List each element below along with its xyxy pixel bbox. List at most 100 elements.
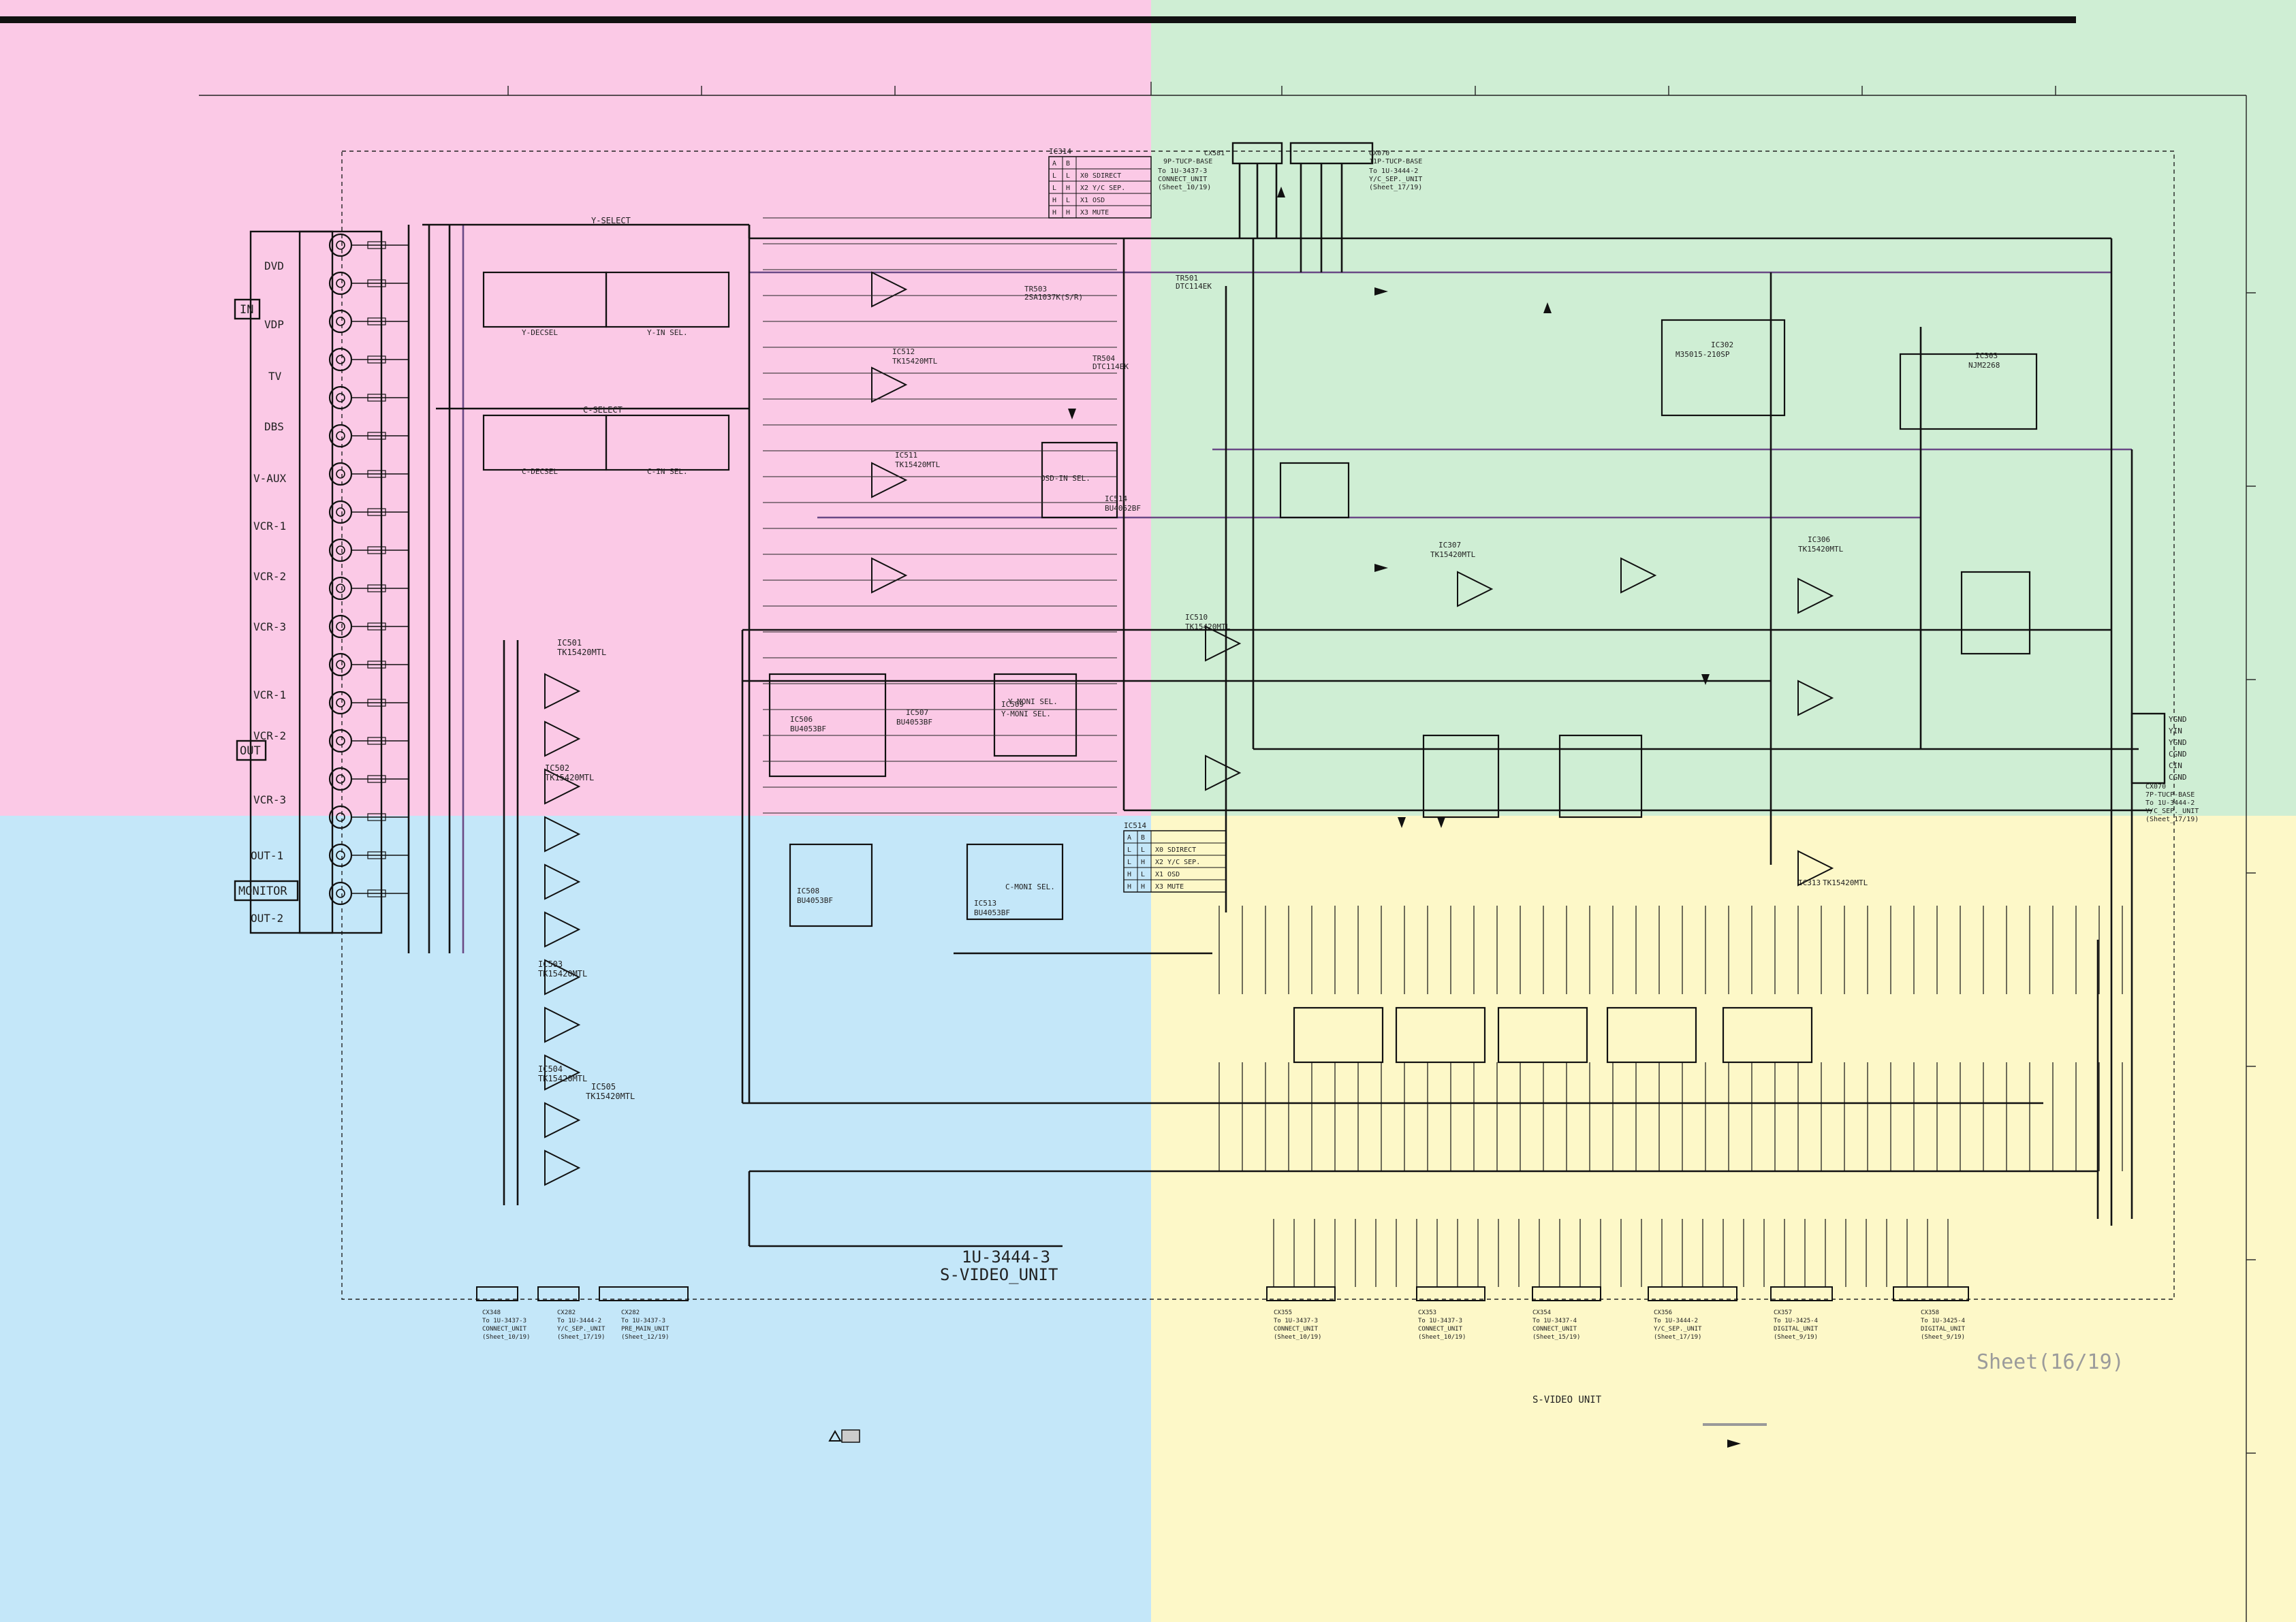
signal-arrows bbox=[1068, 187, 1741, 1448]
ic-block bbox=[605, 271, 730, 328]
in-group-box bbox=[234, 298, 261, 320]
op-amp-symbol bbox=[544, 959, 581, 996]
top-connectors bbox=[1231, 142, 1374, 272]
op-amp-symbol bbox=[544, 768, 581, 805]
right-pin-2: YIN bbox=[2169, 727, 2182, 735]
connector-cx070-to: To 1U-3444-2 bbox=[1369, 168, 1418, 175]
bottom-conn-6-unit: CONNECT_UNIT bbox=[1532, 1326, 1577, 1333]
truth-table-cell: X1 OSD bbox=[1080, 197, 1105, 204]
ic303-ref: IC303 bbox=[1975, 351, 1998, 360]
ic-block bbox=[1279, 462, 1350, 519]
bottom-conn-4-to: To 1U-3437-3 bbox=[1274, 1318, 1318, 1324]
bottom-conn-5-to: To 1U-3437-3 bbox=[1418, 1318, 1462, 1324]
input-label-dvd: DVD bbox=[264, 259, 284, 272]
unit-title-line1: 1U-3444-3 bbox=[962, 1247, 1050, 1267]
jack-core bbox=[336, 317, 345, 326]
ic-block bbox=[768, 673, 887, 778]
bottom-connector-strip bbox=[476, 1286, 518, 1301]
bottom-connector-strips bbox=[476, 1286, 1969, 1301]
op-amp-symbol bbox=[544, 673, 581, 710]
op-amp-symbol bbox=[871, 271, 908, 308]
bottom-connector-strip bbox=[1532, 1286, 1601, 1301]
footer-unit-label: S-VIDEO UNIT bbox=[1532, 1395, 1602, 1405]
ic512-ref: IC512 bbox=[892, 347, 915, 356]
ic514-ref: IC514 bbox=[1105, 494, 1127, 503]
jack-core bbox=[336, 355, 345, 364]
op-amp-symbol bbox=[1797, 850, 1834, 887]
bottom-conn-8-unit: DIGITAL_UNIT bbox=[1774, 1326, 1819, 1333]
connector-cx070b-title: 7P-TUCP-BASE bbox=[2145, 791, 2195, 799]
bus-wires bbox=[422, 223, 2152, 1247]
bottom-conn-1-ref: CX348 bbox=[482, 1309, 501, 1316]
osd-in-sel-label: OSD-IN SEL. bbox=[1041, 474, 1090, 483]
bottom-conn-6-ref: CX354 bbox=[1532, 1309, 1551, 1316]
truth-table-cell: B bbox=[1066, 160, 1070, 168]
jack-core bbox=[336, 812, 345, 822]
caution-mark bbox=[828, 1429, 860, 1443]
ic-labels: IC501 TK15420MTL IC502 TK15420MTL IC503 … bbox=[538, 340, 2000, 1101]
op-amp-symbol bbox=[544, 1006, 581, 1043]
bottom-conn-8-sheet: (Sheet_9/19) bbox=[1774, 1334, 1818, 1341]
y-select-bus-label: Y-SELECT bbox=[591, 216, 631, 225]
jack-core bbox=[336, 507, 345, 517]
y-moni-sel-label: Y-MONI SEL. bbox=[1008, 697, 1058, 706]
bottom-conn-4-unit: CONNECT_UNIT bbox=[1274, 1326, 1319, 1333]
ic-block bbox=[1606, 1006, 1697, 1064]
bottom-connector-strip bbox=[599, 1286, 689, 1301]
right-pin-header bbox=[2130, 712, 2166, 784]
ic-block bbox=[1661, 319, 1786, 417]
ic-block bbox=[1293, 1006, 1384, 1064]
input-label-vdp: VDP bbox=[264, 318, 284, 331]
bottom-conn-3-ref: CX282 bbox=[621, 1309, 640, 1316]
ic508-ref: IC508 bbox=[797, 887, 819, 895]
output-label-vcr-2: VCR-2 bbox=[253, 729, 286, 742]
ic-block bbox=[966, 843, 1064, 921]
ic501-part: TK15420MTL bbox=[557, 648, 606, 657]
jack-core bbox=[336, 698, 345, 707]
truth-table-cell: H bbox=[1127, 871, 1131, 878]
truth-table-cell: L bbox=[1066, 197, 1070, 204]
truth-table-cell: L bbox=[1141, 846, 1145, 854]
ic502-ref: IC502 bbox=[545, 763, 569, 773]
bottom-connector-strip bbox=[537, 1286, 580, 1301]
ic307-ref: IC307 bbox=[1438, 541, 1461, 550]
bottom-conn-5-ref: CX353 bbox=[1418, 1309, 1436, 1316]
jack-core bbox=[336, 279, 345, 288]
op-amp-symbol bbox=[544, 816, 581, 853]
input-label-dbs: DBS bbox=[264, 420, 284, 433]
jack-resistor bbox=[367, 394, 386, 402]
op-amp-symbol bbox=[544, 1149, 581, 1186]
ic507-ref: IC507 bbox=[906, 708, 928, 717]
bottom-conn-1-to: To 1U-3437-3 bbox=[482, 1318, 526, 1324]
ic505-part: TK15420MTL bbox=[586, 1092, 635, 1101]
mux-block-labels: Y-DECSEL Y-IN SEL. C-DECSEL C-IN SEL. OS… bbox=[522, 328, 1090, 891]
jack-core bbox=[336, 240, 345, 250]
ic-block bbox=[1041, 441, 1118, 519]
connector-cx070b-to: To 1U-3444-2 bbox=[2145, 799, 2195, 807]
ic511-part: TK15420MTL bbox=[895, 460, 941, 469]
connector-cx581-to: To 1U-3437-3 bbox=[1158, 168, 1207, 175]
bottom-connector-strip bbox=[1416, 1286, 1485, 1301]
ic508-part: BU4053BF bbox=[797, 896, 833, 905]
truth-table-cell: A bbox=[1127, 834, 1131, 842]
c-decsel-label: C-DECSEL bbox=[522, 467, 558, 476]
jack-resistor bbox=[367, 241, 386, 249]
ic506-ref: IC506 bbox=[790, 715, 813, 724]
ic306-ref: IC306 bbox=[1808, 535, 1830, 544]
jack-symbols bbox=[328, 233, 409, 906]
bottom-conn-2-sheet: (Sheet_17/19) bbox=[557, 1334, 605, 1341]
truth-table-cell: X0 SDIRECT bbox=[1080, 172, 1121, 180]
ic-block bbox=[789, 843, 873, 927]
op-amp-symbol bbox=[871, 557, 908, 594]
input-label-vcr-2: VCR-2 bbox=[253, 570, 286, 583]
connector-cx581-ref: CX581 bbox=[1204, 150, 1225, 157]
bottom-conn-4-ref: CX355 bbox=[1274, 1309, 1292, 1316]
bottom-conn-7-to: To 1U-3444-2 bbox=[1654, 1318, 1698, 1324]
jack-resistor bbox=[367, 432, 386, 440]
out-group-box bbox=[236, 740, 267, 761]
tr504-ref: TR504 bbox=[1092, 354, 1115, 363]
connector-cx070-unit: Y/C_SEP._UNIT bbox=[1369, 176, 1422, 183]
jack-core bbox=[336, 431, 345, 441]
ic506-part: BU4053BF bbox=[790, 725, 826, 733]
